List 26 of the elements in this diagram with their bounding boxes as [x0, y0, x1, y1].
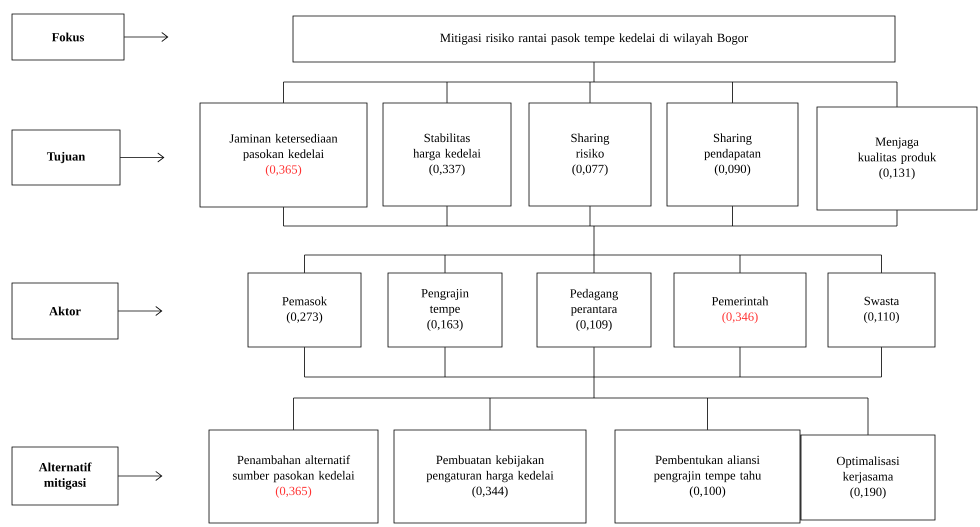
connector-tree: [293, 347, 882, 435]
criteria-box: Optimalisasi kerjasama (0,190): [800, 434, 936, 520]
criteria-box: Sharing pendapatan (0,090): [666, 102, 798, 206]
criteria-box: Pembentukan aliansi pengrajin tempe tahu (0,100): [614, 430, 800, 524]
criteria-box: Pengrajin tempe (0,163): [388, 272, 502, 348]
criteria-box: Sharing risiko (0,077): [528, 102, 652, 206]
arrow: [118, 306, 162, 316]
level-label-box: Aktor: [12, 282, 118, 340]
criteria-box: Jaminan ketersediaan pasokan kedelai (0,365): [200, 102, 368, 208]
level-label-box: Tujuan: [12, 130, 120, 186]
criteria-box: Swasta (0,110): [828, 272, 936, 348]
criteria-box: Stabilitas harga kedelai (0,337): [382, 102, 512, 206]
goal-box: Mitigasi risiko rantai pasok tempe kedelai di wilayah Bogor: [292, 16, 896, 62]
level-label-box: Fokus: [12, 14, 124, 60]
criteria-box: Menjaga kualitas produk (0,131): [816, 106, 978, 210]
connector-tree: [283, 206, 898, 273]
criteria-box: Pemasok (0,273): [248, 272, 362, 348]
criteria-box: Pemerintah (0,346): [674, 272, 806, 348]
connector-tree: [283, 62, 898, 107]
criteria-box: Pedagang perantara (0,109): [536, 272, 652, 348]
criteria-box: Penambahan alternatif sumber pasokan kedelai (0,365): [208, 430, 378, 524]
arrow: [124, 32, 168, 42]
criteria-box: Pembuatan kebijakan pengaturan harga kedelai (0,344): [394, 430, 586, 524]
level-label-box: Alternatif mitigasi: [12, 446, 118, 506]
arrow: [118, 471, 162, 481]
arrow: [120, 152, 164, 162]
